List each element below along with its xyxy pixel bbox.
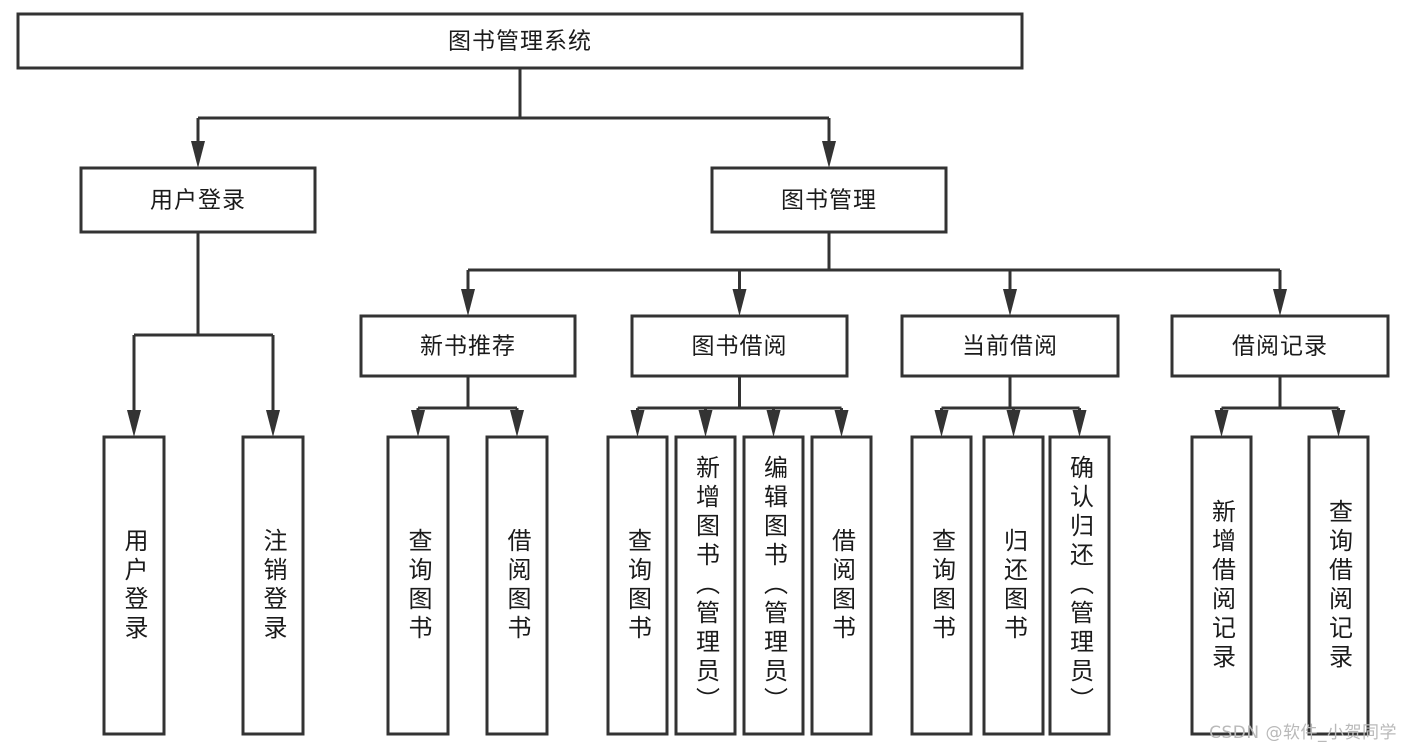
node-label-l3_1: 图书借阅 bbox=[692, 334, 788, 360]
node-box-l3_1 bbox=[630, 314, 849, 378]
node-label-l2_1: 图书管理 bbox=[781, 188, 877, 214]
node-label-l2_0: 用户登录 bbox=[150, 188, 246, 214]
node-label-root: 图书管理系统 bbox=[448, 29, 592, 55]
arrow-head-icon-leaf_9 bbox=[1006, 410, 1021, 437]
node-label-l3_0: 新书推荐 bbox=[420, 334, 516, 360]
node-box-leaf_6 bbox=[742, 435, 805, 736]
arrow-head-icon-l2_1 bbox=[822, 141, 836, 168]
watermark-text: CSDN @软件_小贺同学 bbox=[1209, 723, 1397, 743]
node-box-l3_3 bbox=[1170, 314, 1390, 378]
connector-layer bbox=[127, 68, 1346, 437]
node-box-l2_0 bbox=[79, 166, 317, 234]
arrow-head-icon-leaf_7 bbox=[834, 410, 849, 437]
node-box-l2_1 bbox=[710, 166, 948, 234]
node-box-leaf_4 bbox=[606, 435, 669, 736]
node-box-leaf_10 bbox=[1048, 435, 1111, 736]
edge-group-l3_3 bbox=[1214, 376, 1346, 437]
arrow-head-icon-leaf_11 bbox=[1214, 410, 1229, 437]
node-label-l3_3: 借阅记录 bbox=[1232, 334, 1328, 360]
edge-group-l3_0 bbox=[411, 376, 524, 437]
node-box-leaf_1 bbox=[241, 435, 305, 736]
arrow-head-icon-leaf_5 bbox=[698, 410, 713, 437]
node-box-l3_2 bbox=[900, 314, 1120, 378]
edge-group-l3_2 bbox=[934, 376, 1087, 437]
node-box-leaf_11 bbox=[1190, 435, 1253, 736]
node-label-l3_2: 当前借阅 bbox=[962, 334, 1058, 360]
arrow-head-icon-leaf_4 bbox=[630, 410, 645, 437]
arrow-head-icon-l3_3 bbox=[1273, 289, 1287, 316]
arrow-head-icon-leaf_2 bbox=[411, 410, 425, 437]
node-box-leaf_9 bbox=[982, 435, 1045, 736]
arrow-head-icon-l2_0 bbox=[191, 141, 205, 168]
arrow-head-icon-leaf_1 bbox=[266, 410, 280, 437]
node-box-root bbox=[16, 12, 1024, 70]
node-box-leaf_2 bbox=[386, 435, 450, 736]
node-box-leaf_12 bbox=[1307, 435, 1370, 736]
arrow-head-icon-l3_1 bbox=[732, 289, 747, 316]
edge-group-l2_0 bbox=[127, 232, 280, 437]
arrow-head-icon-leaf_6 bbox=[766, 410, 781, 437]
node-box-leaf_0 bbox=[102, 435, 166, 736]
arrow-head-icon-leaf_12 bbox=[1331, 410, 1346, 437]
arrow-head-icon-l3_2 bbox=[1003, 289, 1017, 316]
node-box-leaf_3 bbox=[485, 435, 549, 736]
edge-group-root bbox=[191, 68, 836, 168]
node-box-leaf_7 bbox=[810, 435, 873, 736]
arrow-head-icon-leaf_0 bbox=[127, 410, 141, 437]
arrow-head-icon-leaf_10 bbox=[1072, 410, 1087, 437]
arrow-head-icon-leaf_8 bbox=[934, 410, 949, 437]
node-box-leaf_8 bbox=[910, 435, 973, 736]
node-box-l3_0 bbox=[359, 314, 577, 378]
arrow-head-icon-l3_0 bbox=[461, 289, 475, 316]
arrow-head-icon-leaf_3 bbox=[510, 410, 524, 437]
node-box-leaf_5 bbox=[674, 435, 737, 736]
edge-group-l2_1 bbox=[461, 232, 1287, 316]
node-box-layer bbox=[16, 12, 1390, 736]
edge-group-l3_1 bbox=[630, 376, 849, 437]
